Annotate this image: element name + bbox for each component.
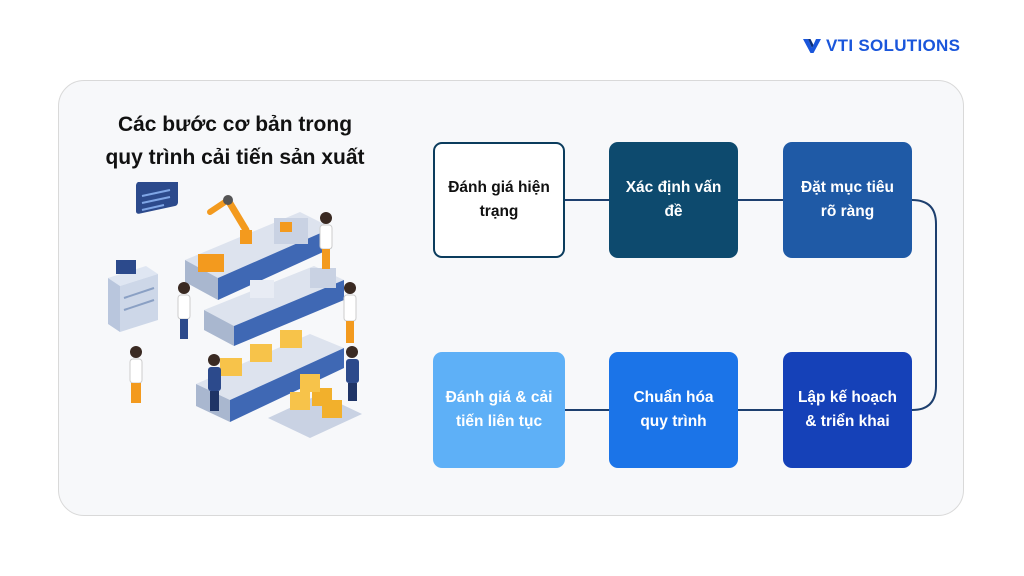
upper-conveyor [185, 212, 332, 300]
step-label: Chuẩn hóa quy trình [633, 389, 714, 430]
connector-3-4 [911, 199, 937, 411]
step-plan-implement: Lập kế hoạch & triển khai [783, 352, 912, 468]
worker-figures [129, 212, 359, 411]
workstation-desk [108, 260, 158, 332]
lower-conveyor [196, 330, 344, 422]
step-label: Đánh giá hiện trạng [448, 179, 550, 220]
title-line-1: Các bước cơ bản trong [117, 113, 353, 136]
box-cart [268, 374, 362, 438]
wall-monitor-icon [136, 182, 178, 214]
robot-arm [207, 195, 252, 244]
step-assess-current-state: Đánh giá hiện trạng [433, 142, 565, 258]
step-label: Đánh giá & cải tiến liên tục [445, 389, 553, 430]
step-set-goals: Đặt mục tiêu rõ ràng [783, 142, 912, 258]
step-identify-problem: Xác định vấn đề [609, 142, 738, 258]
middle-conveyor [204, 266, 344, 346]
step-label: Đặt mục tiêu rõ ràng [800, 179, 894, 220]
page-title: Các bước cơ bản trong quy trình cải tiến… [70, 108, 400, 174]
title-line-2: quy trình cải tiến sản xuất [105, 146, 365, 169]
step-continuous-improvement: Đánh giá & cải tiến liên tục [433, 352, 565, 468]
factory-illustration [108, 182, 362, 438]
step-label: Xác định vấn đề [625, 179, 722, 220]
vti-logo-icon [803, 39, 821, 53]
step-standardize-process: Chuẩn hóa quy trình [609, 352, 738, 468]
step-label: Lập kế hoạch & triển khai [797, 389, 898, 430]
brand-logo: VTI SOLUTIONS [802, 36, 960, 56]
brand-name: VTI SOLUTIONS [826, 36, 961, 55]
